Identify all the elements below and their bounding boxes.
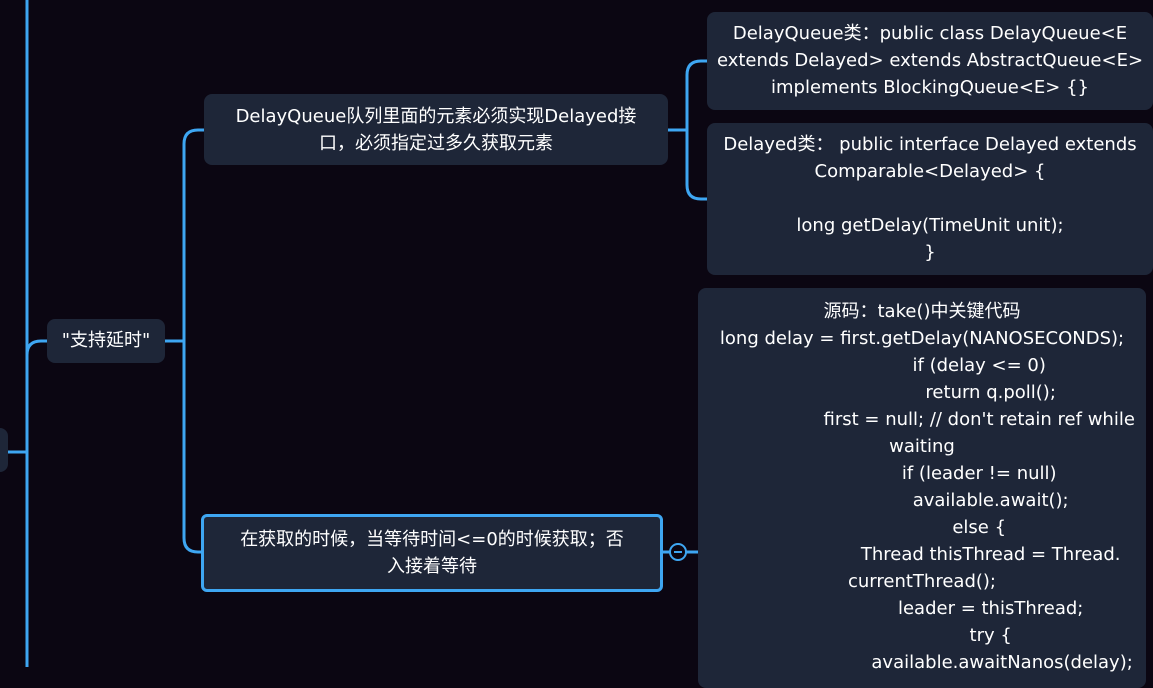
text-line [707,185,1153,212]
parent-node-stub[interactable] [0,428,8,472]
topic-node-label: "支持延时" [61,330,151,351]
delayed-interface-text: Delayed类： public interface Delayed exten… [707,131,1153,266]
collapse-toggle-icon[interactable] [669,543,687,561]
text-line: long getDelay(TimeUnit unit); [796,215,1064,236]
code-line: 源码：take()中关键代码 [823,301,1021,322]
interface-requirement-node[interactable]: DelayQueue队列里面的元素必须实现Delayed接 口，必须指定过多久获… [204,94,668,165]
interface-to-delayed-line [685,128,709,201]
text-line: implements BlockingQueue<E> {} [770,77,1090,98]
delayed-interface-node[interactable]: Delayed类： public interface Delayed exten… [707,123,1153,275]
code-line: long delay = first.getDelay(NANOSECONDS)… [719,328,1125,349]
interface-requirement-text: DelayQueue队列里面的元素必须实现Delayed接 口，必须指定过多久获… [204,103,668,157]
code-line: Thread thisThread = Thread. [723,544,1121,565]
interface-to-class-line [685,59,709,132]
take-behavior-node[interactable]: 在获取的时候，当等待时间<=0的时候获取；否 入接着等待 [201,514,663,592]
topic-to-interface-line [182,128,206,343]
code-line: if (leader != null) [787,463,1057,484]
text-line: 口，必须指定过多久获取元素 [319,133,553,154]
code-line: first = null; // don't retain ref while [709,409,1135,430]
code-line: available.await(); [775,490,1069,511]
topic-node-support-delay[interactable]: "支持延时" [47,319,165,363]
take-behavior-text: 在获取的时候，当等待时间<=0的时候获取；否 入接着等待 [204,526,660,580]
text-line: Delayed类： public interface Delayed exten… [723,134,1137,155]
code-line: try { [832,625,1012,646]
text-line: 在获取的时候，当等待时间<=0的时候获取；否 [240,529,624,550]
topic-to-take-line [182,339,203,554]
code-line: waiting [889,436,955,457]
code-line: currentThread(); [848,571,996,592]
text-line: Comparable<Delayed> { [814,161,1046,182]
text-line: } [924,242,936,263]
take-source-code-text: 源码：take()中关键代码 long delay = first.getDel… [704,298,1140,676]
text-line: DelayQueue类：public class DelayQueue<E [732,23,1128,44]
code-line: available.awaitNanos(delay); [711,652,1133,673]
text-line: 入接着等待 [387,556,477,577]
text-line: extends Delayed> extends AbstractQueue<E… [716,50,1144,71]
take-source-code-node[interactable]: 源码：take()中关键代码 long delay = first.getDel… [698,288,1146,688]
delayqueue-class-text: DelayQueue类：public class DelayQueue<E ex… [707,20,1153,101]
connector-lines [6,0,709,667]
code-line: return q.poll(); [788,382,1056,403]
code-line: leader = thisThread; [760,598,1084,619]
code-line: if (delay <= 0) [798,355,1046,376]
delayqueue-class-node[interactable]: DelayQueue类：public class DelayQueue<E ex… [707,12,1153,110]
trunk-to-topic-line [25,339,49,454]
text-line: DelayQueue队列里面的元素必须实现Delayed接 [235,106,637,127]
code-line: else { [837,517,1007,538]
